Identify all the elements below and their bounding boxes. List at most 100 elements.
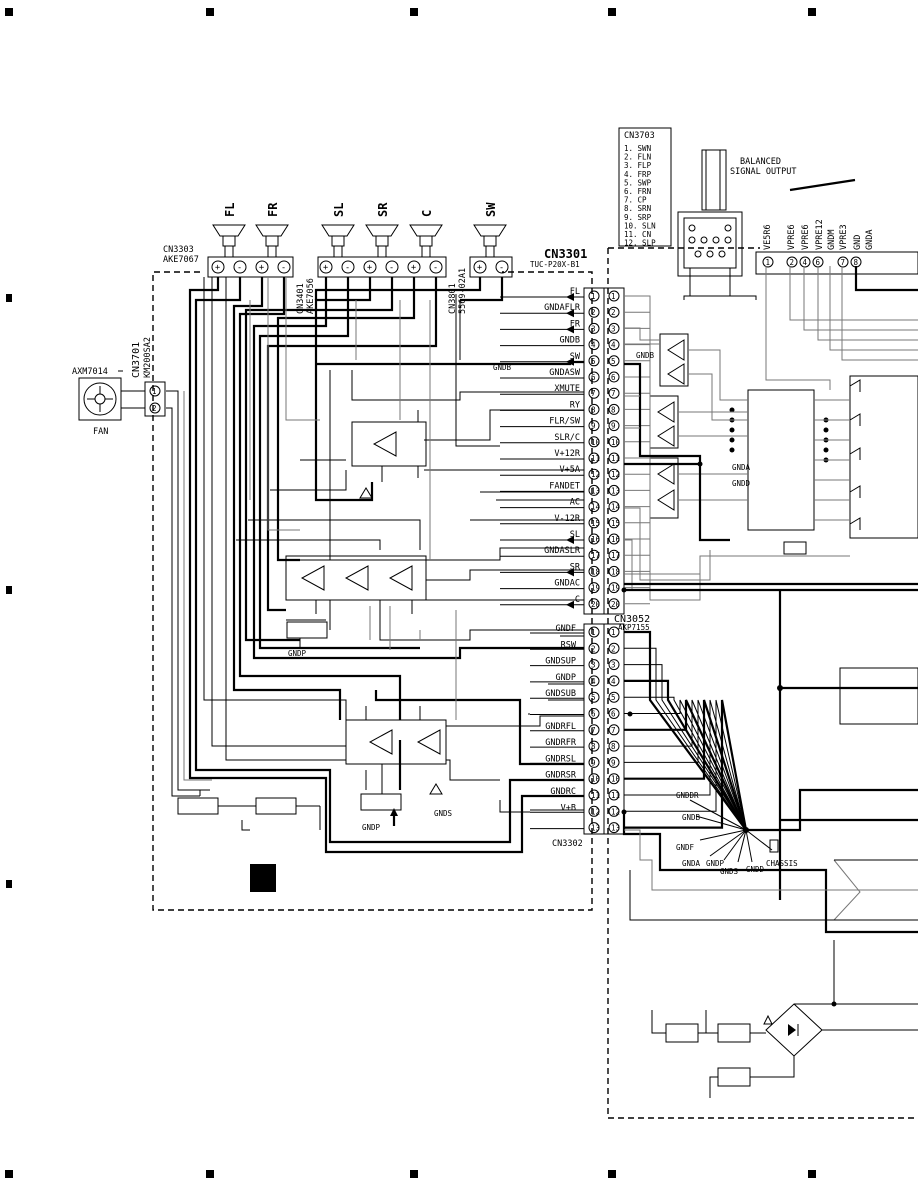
cn3301-signal-label: SR: [570, 562, 581, 572]
cn3701-pin-2: 2: [152, 404, 157, 413]
cn3703-pin: 8. SRN: [624, 204, 651, 213]
cn3301-signal-label: FL: [570, 287, 580, 297]
terminal-polarity: +: [411, 263, 416, 273]
ground-star-wire: [624, 699, 748, 831]
junction-dot: [729, 437, 735, 443]
top-right-signal-label: VPRE3: [839, 224, 849, 250]
speaker-terminal: [233, 260, 247, 274]
cn3052-pin-left: [588, 675, 600, 687]
cn3301-pin-left: [588, 582, 600, 594]
cn3301-pin-left: [588, 371, 600, 383]
cn3052-pin-number: 11: [611, 791, 620, 800]
cn3052-pin-number: 4: [611, 677, 616, 686]
cn3301-signal-label: GNDASLR: [544, 546, 581, 556]
cn3301-pin-left: [588, 290, 600, 302]
cn3301-pin-right: [608, 533, 620, 545]
speaker-terminal: [407, 260, 421, 274]
gnda-small: GNDA: [732, 463, 751, 472]
cn3052-signal-label: GNDF: [556, 624, 576, 634]
cn3301-signal-label: SL: [570, 530, 580, 540]
speaker-label: FR: [266, 202, 280, 217]
cn3052-signal-label: GNDSUP: [545, 657, 576, 667]
cn3052-signal-label: V+B: [561, 803, 576, 813]
cn3301-pin-number: 10: [611, 438, 621, 447]
cn3301-signal-label: XMUTE: [554, 384, 580, 394]
cn3052-pin-right: [608, 740, 620, 752]
top-right-pin-number: 7: [841, 258, 846, 267]
junction-dot: [729, 407, 735, 413]
cn3052-pin-right: [608, 822, 620, 834]
ground-star-label: GNDD: [746, 865, 765, 874]
cn3301-pin-number: 3: [611, 324, 616, 333]
cn3301-pin-right: [608, 517, 620, 529]
speaker-icon: [365, 224, 399, 237]
cn3052-pin-number: 6: [611, 710, 616, 719]
speaker-magnet: [375, 235, 389, 247]
ground-star-wire: [624, 647, 747, 831]
cn3301-pin-number: 2: [591, 308, 596, 317]
cn3703-pin: 12. SLP: [624, 239, 656, 248]
cn3301-pin-right: [608, 290, 620, 302]
cn3301-pin-right: [608, 420, 620, 432]
ground-star-label: GNDS: [720, 867, 739, 876]
cn3052-pin-number: 2: [611, 644, 616, 653]
terminal-polarity: +: [477, 263, 482, 273]
cn3052-pin-number: 1: [611, 628, 616, 637]
top-right-pin: [837, 256, 849, 268]
cn3303-name: CN3303: [163, 245, 194, 255]
balanced-label-1: BALANCED: [740, 157, 781, 167]
cn3301-pin-left: [588, 468, 600, 480]
ground-star-branch: [695, 815, 747, 831]
speaker-terminal: [277, 260, 291, 274]
speaker-label: FL: [223, 203, 237, 217]
cn3052-pin-left: [588, 691, 600, 703]
terminal-polarity: -: [345, 263, 350, 273]
cn3301-pin-right: [608, 339, 620, 351]
ground-star: [622, 630, 918, 1007]
speaker-icon: [473, 224, 507, 237]
speaker-magnet: [483, 235, 497, 247]
cn3052-pin-number: 1: [591, 628, 596, 637]
cn3301-pin-number: 11: [611, 454, 620, 463]
cn3052-signal-label: GNDSUB: [545, 689, 576, 699]
speaker-label: C: [420, 210, 434, 217]
cn3301-pin-number: 4: [591, 341, 596, 350]
cn3301-pin-left: [588, 436, 600, 448]
gnds-label: GNDS: [434, 809, 453, 818]
cn3052-signal-label: GNDRFL: [545, 722, 576, 732]
power-supply: [651, 1003, 918, 1098]
cn3052-pin-number: 12: [591, 807, 600, 816]
cn3301-pin-number: 19: [611, 584, 620, 593]
cn3301-pin-left: [588, 306, 600, 318]
ground-star-branch: [689, 799, 747, 831]
top-right-signal-label: VPRE12: [815, 219, 825, 250]
top-right-pin-number: 1: [766, 258, 771, 267]
cn3052-pin-number: 9: [611, 758, 616, 767]
cn3701-part: KM200SA2: [143, 337, 153, 378]
cn3052-pin-number: 3: [611, 661, 616, 670]
cn3052-pin-number: 2: [591, 644, 596, 653]
ground-star-label: GNDA: [682, 859, 701, 868]
speaker-icon: [255, 224, 289, 237]
ground-star-label: CHASSIS: [766, 859, 798, 868]
cn3052-signal-label: GNDRFR: [545, 738, 577, 748]
cn3052-signal-label: GNDRSR: [545, 771, 577, 781]
cn3301-pin-right: [608, 549, 620, 561]
cn3052-pin-number: 10: [611, 775, 621, 784]
cn3301-signal-label: SLR/C: [554, 433, 580, 443]
cn3703-pin: 1. SWN: [624, 144, 651, 153]
ground-star-label: GNDDR: [676, 791, 699, 800]
cn3052-pin-left: [588, 659, 600, 671]
cn3301-pin-number: 2: [611, 308, 616, 317]
fan-label: FAN: [93, 427, 108, 437]
cn3703-pin: 9. SRP: [624, 213, 652, 222]
gndb-label-2: GNDB: [493, 363, 512, 372]
cn3301-pin-number: 12: [591, 470, 600, 479]
cn3301-signal-label: FR: [570, 319, 581, 329]
cn3052-pin-number: 7: [611, 726, 616, 735]
cn3301-pin-number: 1: [591, 292, 596, 301]
top-right-signal-label: VE5R6: [763, 224, 773, 250]
cn3301-pin-left: [588, 484, 600, 496]
ground-star-label: GNDF: [676, 843, 695, 852]
amp-block-1: [351, 410, 427, 499]
